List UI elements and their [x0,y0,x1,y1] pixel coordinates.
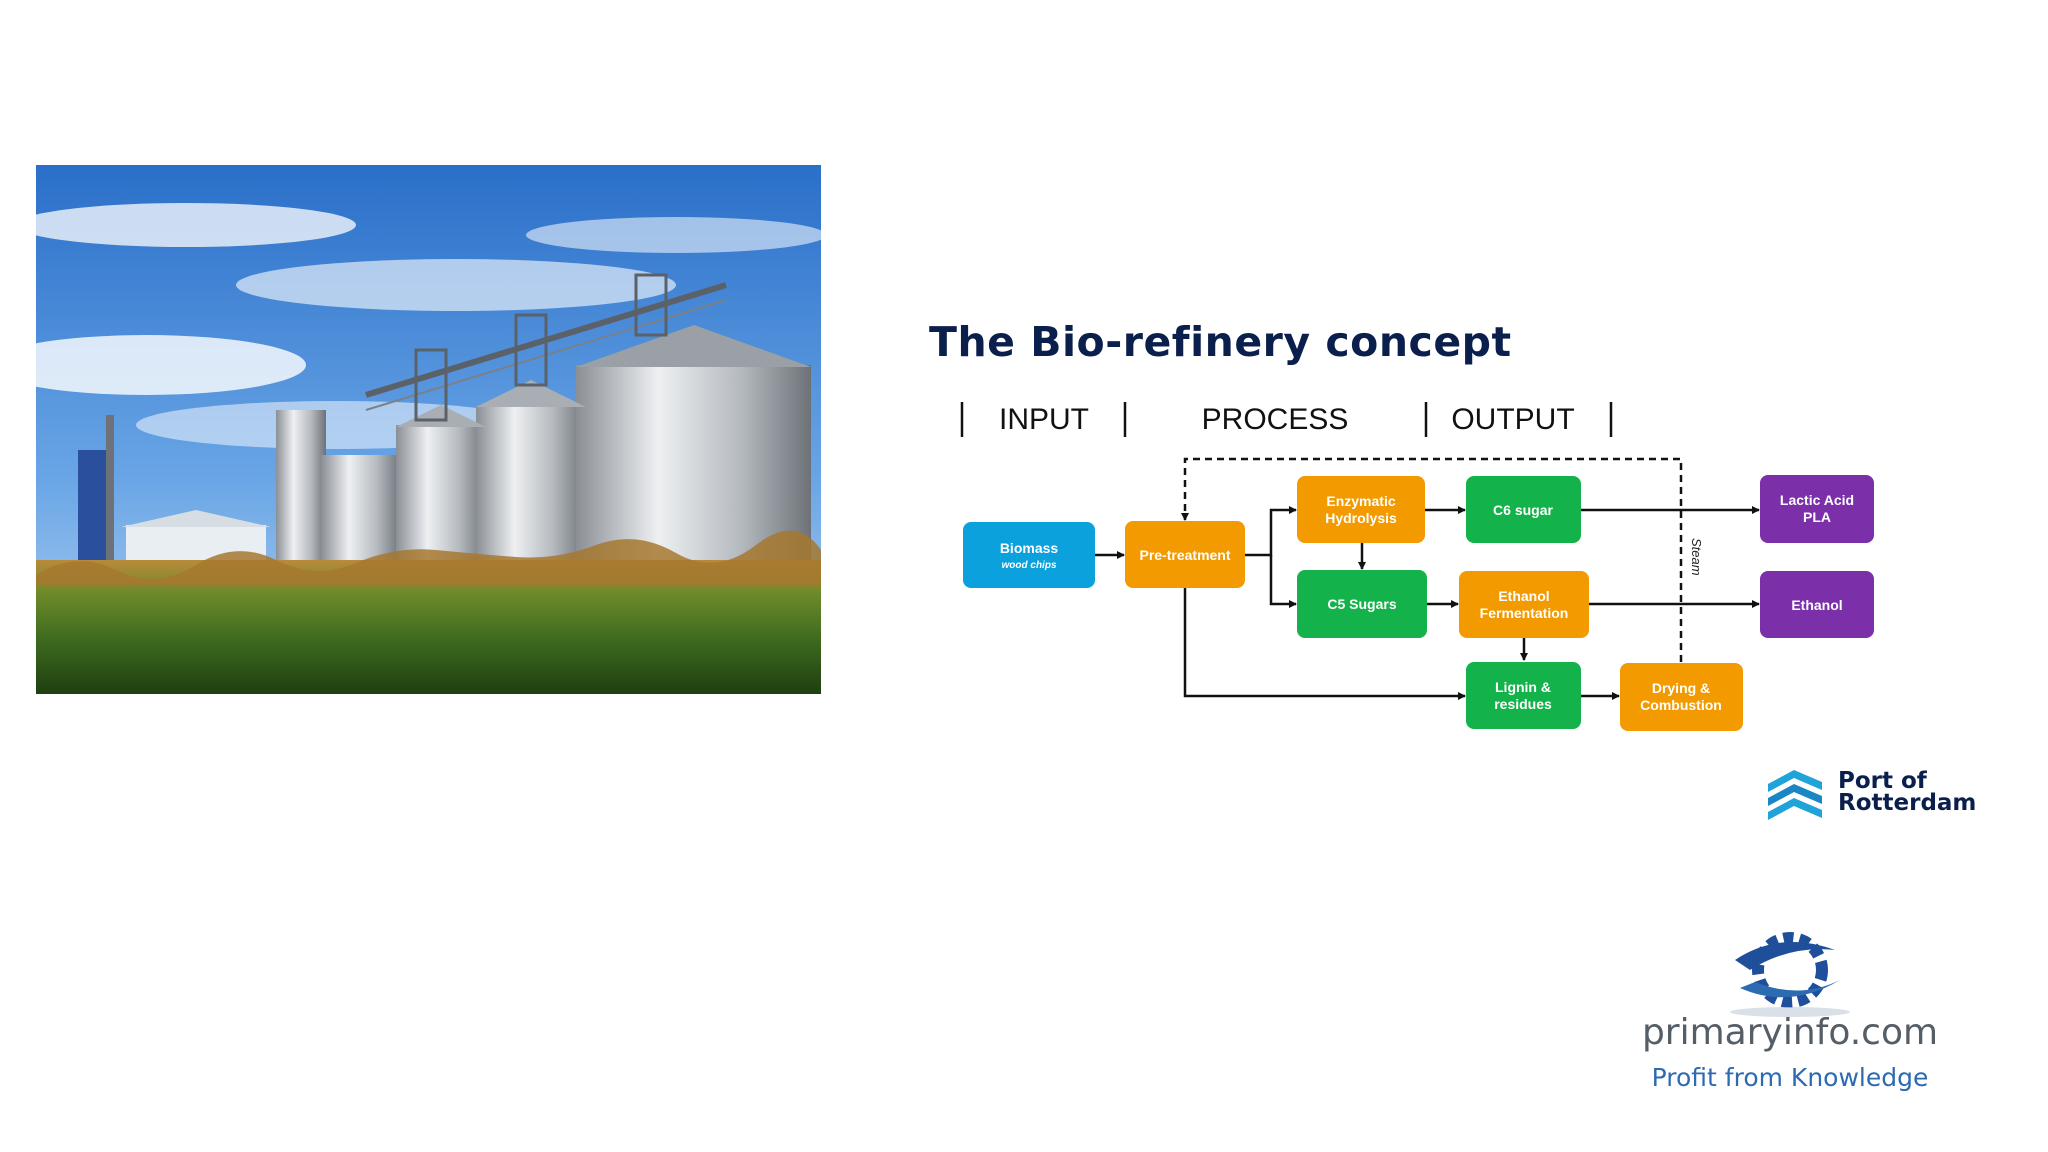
pretreatment-to-c5-connector [1269,555,1297,608]
column-separators [960,402,1613,437]
node-ethanol: Ethanol [1760,571,1874,638]
node-pretreatment-box [1125,521,1245,588]
port-of-rotterdam-wordmark: Port of Rotterdam [1838,768,2038,816]
node-lactic-line2: PLA [1803,509,1831,525]
node-enzymatic-line2: Hydrolysis [1325,510,1397,526]
connectors [1095,457,1760,700]
node-lactic-acid-pla: Lactic Acid PLA [1760,475,1874,543]
pretreatment-to-lignin-connector [1183,588,1466,700]
diagram-title: The Bio-refinery concept [929,318,1512,366]
node-biomass: Biomass wood chips [963,522,1095,588]
node-enzymatic-hydrolysis: Enzymatic Hydrolysis [1297,476,1425,543]
column-label-process: PROCESS [1202,403,1349,436]
node-biomass-label: Biomass [1000,540,1059,556]
node-ethanol-box [1760,571,1874,638]
steam-label: Steam [1689,538,1704,576]
node-drying-line2: Combustion [1640,697,1722,713]
node-c6-box [1466,476,1581,543]
node-drying-line1: Drying & [1652,680,1710,696]
column-label-input: INPUT [999,403,1089,436]
node-pretreatment-label: Pre-treatment [1139,547,1230,563]
node-biomass-box [963,522,1095,588]
primaryinfo-gear-logo [1730,932,1850,1017]
port-of-rotterdam-line1: Port of [1838,768,1927,794]
node-lactic-box [1760,475,1874,543]
node-drying-combustion: Drying & Combustion [1620,663,1743,731]
node-ethanol-fermentation: Ethanol Fermentation [1459,571,1589,638]
primaryinfo-tagline: Profit from Knowledge [1651,1063,1929,1092]
node-ethanol-label: Ethanol [1791,597,1842,613]
node-c5-sugars: C5 Sugars [1297,570,1427,638]
node-c6-label: C6 sugar [1493,502,1553,518]
column-label-output: OUTPUT [1451,403,1574,436]
node-lactic-line1: Lactic Acid [1780,492,1854,508]
port-of-rotterdam-logo-mark [1768,770,1822,820]
primaryinfo-domain: primaryinfo.com [1641,1012,1939,1053]
node-c6-sugar: C6 sugar [1466,476,1581,543]
node-lignin-box [1466,662,1581,729]
node-fermentation-line1: Ethanol [1498,588,1549,604]
node-pretreatment: Pre-treatment [1125,521,1245,588]
node-biomass-sublabel: wood chips [1002,560,1057,571]
steam-loop-connector [1181,457,1683,662]
node-fermentation-line2: Fermentation [1480,605,1569,621]
node-enzymatic-box [1297,476,1425,543]
node-c5-box [1297,570,1427,638]
node-fermentation-box [1459,571,1589,638]
node-enzymatic-line1: Enzymatic [1326,493,1395,509]
node-drying-box [1620,663,1743,731]
node-lignin-line1: Lignin & [1495,679,1551,695]
node-lignin-line2: residues [1494,696,1552,712]
port-of-rotterdam-line2: Rotterdam [1838,790,1977,816]
silo-cornfield-photo [36,165,821,694]
pretreatment-branch-connector [1245,506,1297,557]
node-lignin-residues: Lignin & residues [1466,662,1581,729]
node-c5-label: C5 Sugars [1327,596,1396,612]
